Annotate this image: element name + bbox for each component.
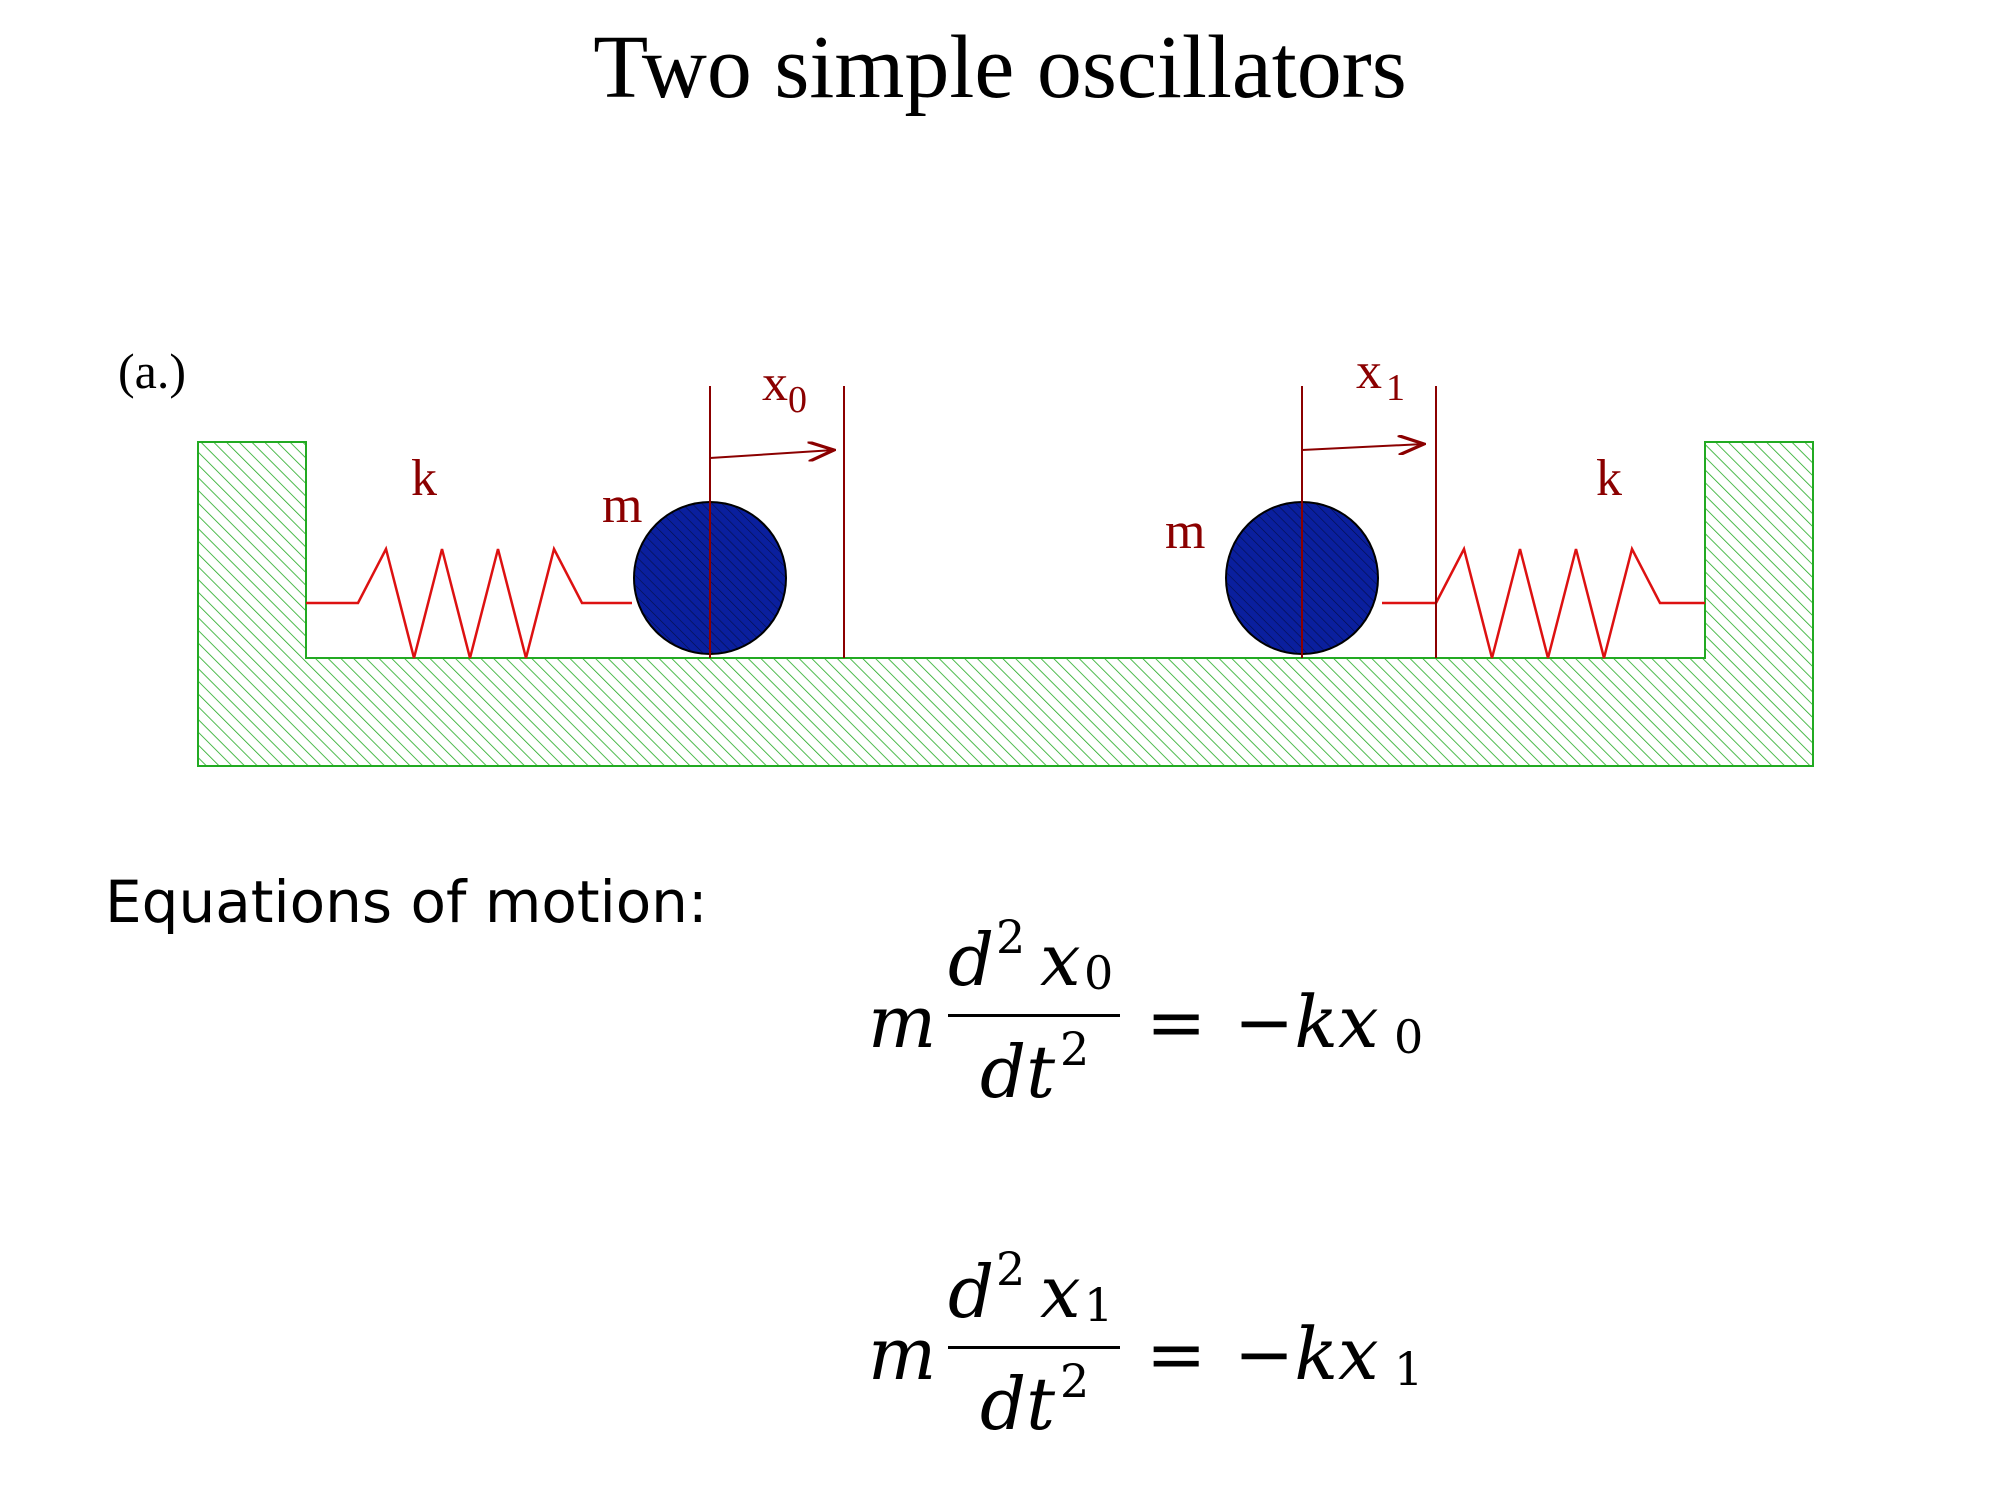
right-mass-label: m	[1165, 503, 1205, 560]
eq2-rhs-sub: 1	[1394, 1342, 1424, 1396]
eq1-numerator-power: 2	[996, 910, 1026, 964]
left-spring-constant-label: k	[411, 450, 437, 507]
eq1-equals: =	[1146, 980, 1207, 1064]
eq2-equals: =	[1146, 1312, 1207, 1396]
eq1-fraction-bar	[948, 1014, 1120, 1017]
left-mass-label: m	[602, 477, 642, 534]
eq1-mass: m	[868, 980, 937, 1064]
right-spring-constant-label: k	[1596, 450, 1622, 507]
slide-title: Two simple oscillators	[593, 18, 1407, 117]
container-walls	[197, 441, 1814, 767]
right-displacement-arrow	[1301, 444, 1424, 450]
eq1-numerator-sub: 0	[1084, 946, 1114, 1000]
eq2-numerator-var: x	[1040, 1250, 1081, 1334]
right-spring	[1382, 545, 1705, 659]
eq2-numerator-d: d	[948, 1250, 995, 1334]
eq2-fraction-bar	[948, 1346, 1120, 1349]
equations-heading: Equations of motion:	[105, 868, 708, 936]
eq1-rhs: −kx	[1234, 980, 1379, 1064]
eq2-denominator-power: 2	[1060, 1354, 1090, 1408]
eq2-denominator: dt	[980, 1362, 1056, 1446]
left-displacement-arrow	[709, 450, 834, 458]
x0-label: x0	[762, 355, 807, 421]
eq1-numerator-var: x	[1040, 918, 1081, 1002]
panel-label: (a.)	[118, 343, 186, 399]
eq1-rhs-sub: 0	[1394, 1010, 1424, 1064]
eq2-mass: m	[868, 1312, 937, 1396]
eq1-numerator-d: d	[948, 918, 995, 1002]
eq2-rhs: −kx	[1234, 1312, 1379, 1396]
eq1-denominator: dt	[980, 1030, 1056, 1114]
eq1-denominator-power: 2	[1060, 1022, 1090, 1076]
eq2-numerator-power: 2	[996, 1242, 1026, 1296]
eq2-numerator-sub: 1	[1084, 1278, 1114, 1332]
left-spring	[306, 545, 632, 659]
